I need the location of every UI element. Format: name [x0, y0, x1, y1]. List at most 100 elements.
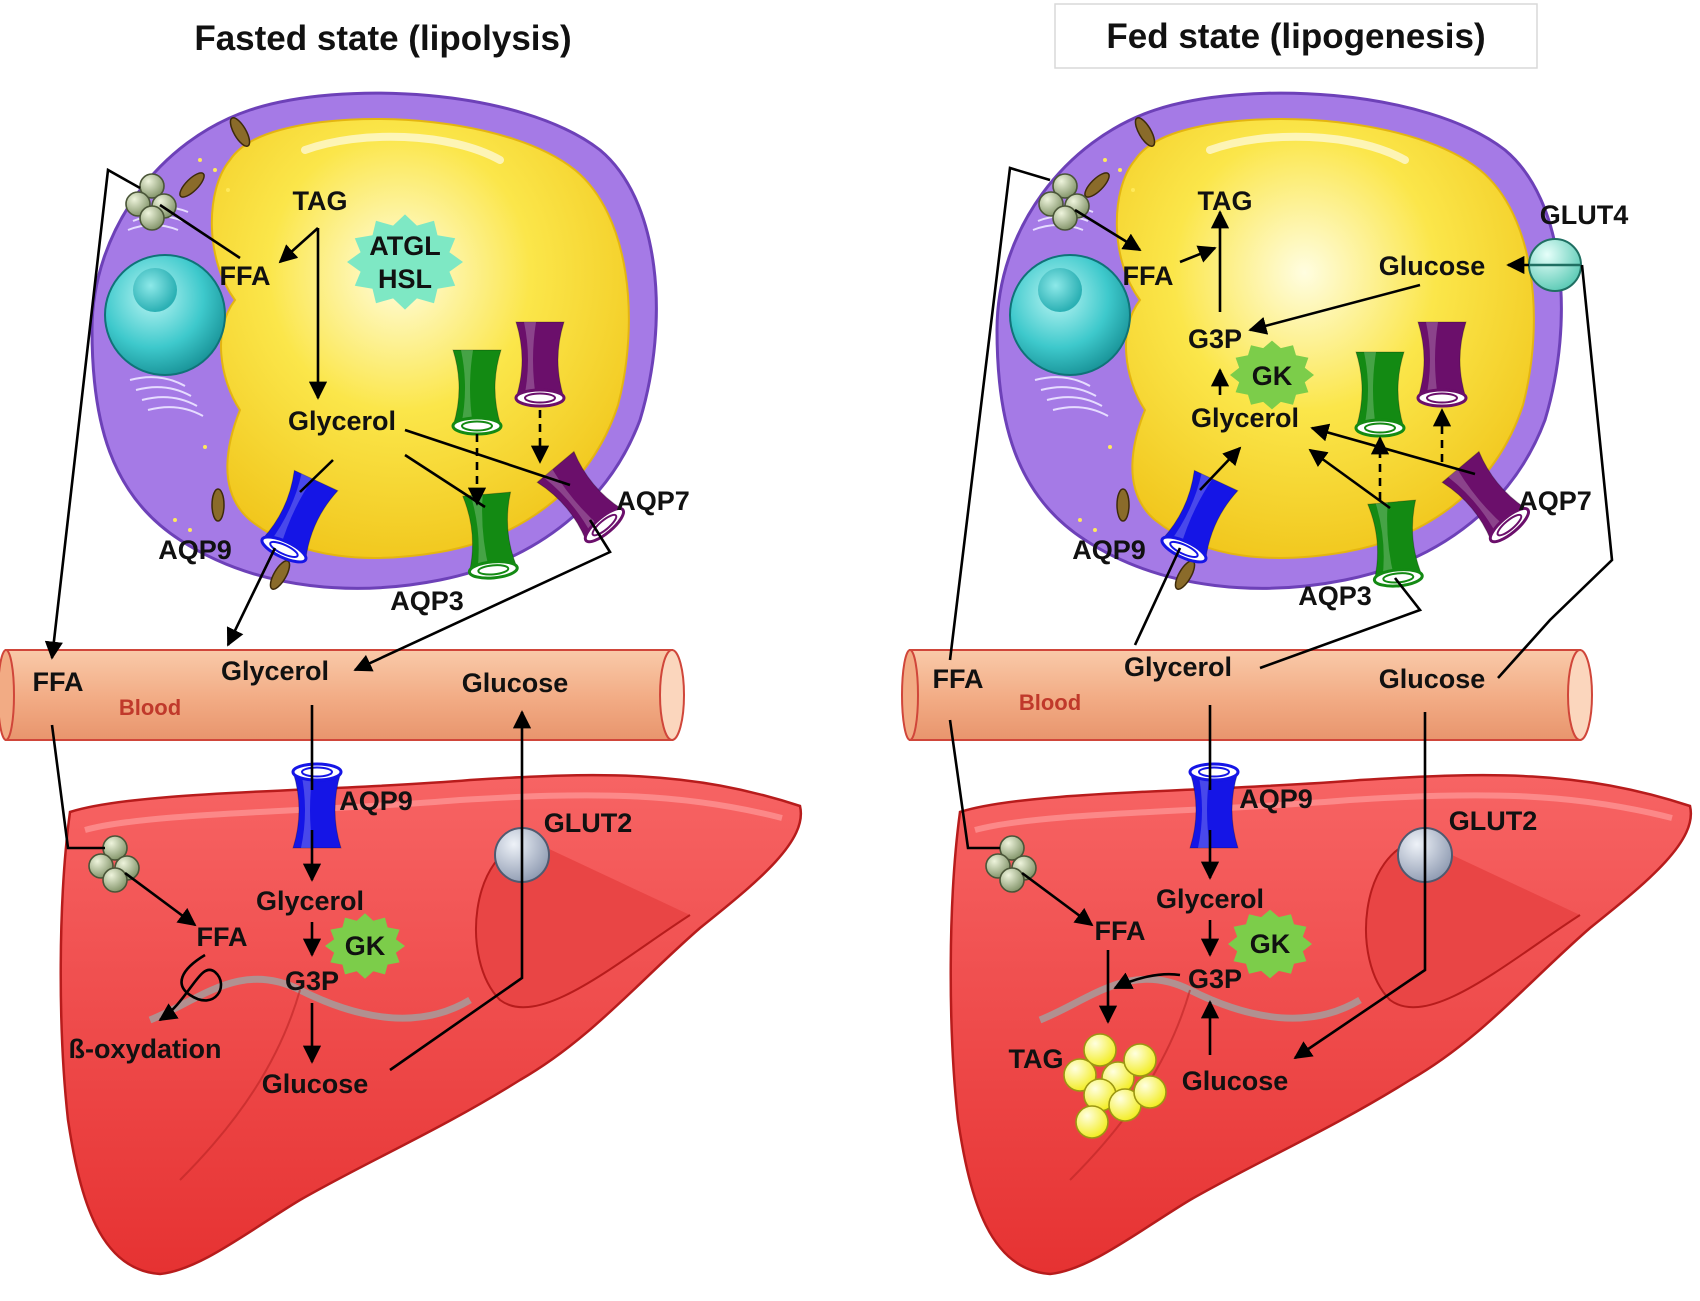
fed-aqp3-vesicle	[1354, 351, 1406, 438]
fasted-liver-gk: GK	[345, 931, 386, 961]
fed-liver-tag: TAG	[1009, 1044, 1064, 1074]
fasted-glycerol-to-aqp7	[404, 428, 571, 487]
fed-liver-ffa: FFA	[1095, 916, 1146, 946]
fasted-hsl-label: HSL	[378, 264, 432, 294]
fasted-ffa-to-fatp	[159, 203, 241, 260]
fed-aqp9-channel	[1160, 469, 1239, 564]
fed-blood-vessel	[901, 649, 1593, 741]
fed-blood-ffa-to-liver	[948, 719, 1000, 850]
fasted-liver-gk-star	[325, 913, 405, 979]
fed-title: Fed state (lipogenesis)	[1106, 17, 1485, 56]
fed-liver-g3p: G3P	[1188, 964, 1242, 994]
fasted-liver	[59, 773, 803, 1276]
fed-aqp7-label: AQP7	[1518, 486, 1592, 516]
fed-liver-aqp9-channel	[1188, 762, 1240, 849]
fed-title-box	[1054, 3, 1538, 69]
fasted-aqp3-vesicle	[451, 349, 503, 436]
fasted-liver-aqp9-label: AQP9	[339, 786, 413, 816]
fed-ffa-to-tag	[1179, 245, 1217, 264]
fed-aqp3-channel	[1367, 499, 1424, 588]
fed-liver-gk: GK	[1250, 929, 1291, 959]
fed-aqp3-label: AQP3	[1298, 581, 1372, 611]
fed-fatp-to-liver-ffa	[1021, 871, 1094, 927]
fed-liver-glucose: Glucose	[1182, 1066, 1289, 1096]
fed-adipocyte	[995, 91, 1563, 590]
fed-g3p-to-tag-liver	[1113, 972, 1181, 990]
fasted-adipocyte-fatp	[125, 173, 177, 231]
fasted-ffa-to-beta-oxidation	[158, 953, 223, 1022]
fed-liver-gk-star	[1228, 909, 1312, 979]
fasted-aqp7-label: AQP7	[616, 486, 690, 516]
fasted-aqp3-label: AQP3	[390, 586, 464, 616]
fasted-liver-fatp	[88, 835, 140, 893]
fasted-adipocyte-glycerol: Glycerol	[288, 406, 396, 436]
fed-adipocyte-gk-star	[1230, 340, 1314, 410]
fasted-liver-ffa: FFA	[197, 922, 248, 952]
fasted-aqp3-channel	[462, 491, 519, 580]
fed-blood-label: Blood	[1019, 690, 1081, 715]
fed-adipocyte-g3p: G3P	[1188, 324, 1242, 354]
fed-aqp7-vesicle	[1416, 321, 1468, 408]
fed-glucose-to-g3p	[1248, 283, 1421, 335]
fed-adipocyte-tag: TAG	[1198, 186, 1253, 216]
fasted-beta-oxidation: ß-oxydation	[69, 1034, 222, 1064]
fasted-blood-glucose: Glucose	[462, 668, 569, 698]
fasted-blood-glycerol: Glycerol	[221, 656, 329, 686]
fed-adipocyte-fatp	[1038, 173, 1090, 231]
fasted-adipocyte	[90, 91, 658, 590]
fasted-fatp-to-liver-ffa	[124, 871, 197, 927]
fed-liver-fatp	[985, 835, 1037, 893]
fed-adipocyte-ffa: FFA	[1123, 261, 1174, 291]
fed-adipocyte-glycerol: Glycerol	[1191, 403, 1299, 433]
fasted-liver-glycerol: Glycerol	[256, 886, 364, 916]
fed-blood-glucose: Glucose	[1379, 664, 1486, 694]
fed-liver-tag-droplets	[1063, 1033, 1167, 1139]
fed-aqp3-to-glycerol	[1308, 448, 1391, 510]
fasted-glycerol-to-aqp9	[299, 459, 334, 493]
fed-aqp9-label: AQP9	[1072, 535, 1146, 565]
fed-blood-glycerol-to-aqp3	[1259, 577, 1423, 670]
fed-blood-ffa-to-fatp	[948, 166, 1051, 661]
fasted-aqp7-to-blood-glycerol	[353, 519, 612, 672]
fasted-aqp7-channel	[536, 450, 626, 544]
fasted-adipocyte-tag: TAG	[293, 186, 348, 216]
fed-liver-aqp9-label: AQP9	[1239, 784, 1313, 814]
fed-adipocyte-gk: GK	[1252, 361, 1293, 391]
fasted-aqp7-vesicle	[514, 321, 566, 408]
fasted-title: Fasted state (lipolysis)	[194, 19, 571, 58]
fed-aqp9-to-glycerol	[1199, 446, 1242, 491]
fed-glut2-label: GLUT2	[1449, 806, 1538, 836]
fasted-glucose-to-glut2	[389, 710, 532, 1072]
fed-blood-glucose-to-glut2	[1293, 712, 1427, 1060]
fasted-blood-vessel	[0, 649, 685, 741]
fasted-ffa-to-blood	[44, 167, 141, 660]
fasted-aqp9-channel	[260, 469, 339, 564]
fed-adipocyte-glucose: Glucose	[1379, 251, 1486, 281]
fed-blood-ffa: FFA	[933, 664, 984, 694]
fed-blood-glycerol-to-aqp9	[1133, 547, 1182, 646]
fasted-blood-ffa-to-liver	[50, 724, 105, 850]
fed-glut4-transporter	[1528, 238, 1582, 292]
fed-blood-glucose-to-glut4	[1497, 264, 1614, 679]
fasted-liver-aqp9-channel	[291, 762, 343, 849]
panel-fed: Fed state (lipogenesis)TAGFFAGLUT4Glucos…	[901, 3, 1693, 1276]
fed-fatp-to-ffa	[1074, 208, 1142, 252]
fasted-blood-ffa: FFA	[33, 667, 84, 697]
fed-aqp7-channel	[1441, 450, 1531, 544]
fasted-ffa-tag-to-ffa	[278, 227, 319, 264]
fasted-adipocyte-ffa: FFA	[220, 261, 271, 291]
fasted-glut2-label: GLUT2	[544, 808, 633, 838]
fasted-blood-label: Blood	[119, 695, 181, 720]
fed-blood-glycerol: Glycerol	[1124, 652, 1232, 682]
fasted-atgl-hsl-star	[347, 214, 463, 310]
fasted-aqp9-label: AQP9	[158, 535, 232, 565]
fed-aqp7-to-glycerol	[1310, 423, 1476, 476]
fed-liver	[949, 773, 1693, 1276]
fasted-liver-g3p: G3P	[285, 966, 339, 996]
fasted-aqp9-to-blood-glycerol	[226, 547, 277, 647]
fed-liver-glycerol: Glycerol	[1156, 884, 1264, 914]
fasted-atgl-label: ATGL	[369, 231, 440, 261]
